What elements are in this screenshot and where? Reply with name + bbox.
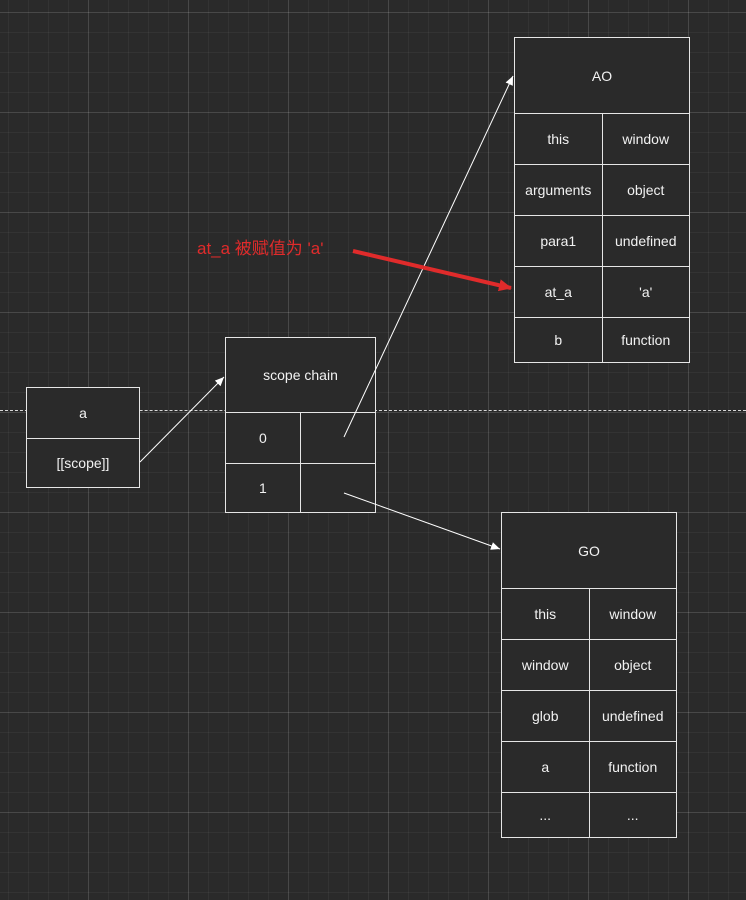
go-value: function xyxy=(588,742,677,792)
go-value: object xyxy=(588,640,677,690)
ao-title: AO xyxy=(591,67,613,84)
ao-row: this window xyxy=(515,113,689,164)
arrow-chain1-to-go xyxy=(343,492,501,550)
scope-chain-table: scope chain 0 1 xyxy=(225,337,376,513)
scope-chain-row: 1 xyxy=(226,463,375,512)
scope-chain-row: 0 xyxy=(226,412,375,463)
ao-value: 'a' xyxy=(601,267,690,317)
go-key: a xyxy=(541,759,550,775)
go-table: GO this window window object glob undefi… xyxy=(501,512,677,838)
scope-chain-pointer xyxy=(300,413,375,463)
scope-chain-pointer xyxy=(300,464,375,512)
scope-chain-title: scope chain xyxy=(263,367,338,383)
annotation-arrow xyxy=(352,249,512,292)
annotation-label: at_a 被赋值为 'a' xyxy=(197,239,324,258)
go-row: a function xyxy=(502,741,676,792)
scope-chain-index: 0 xyxy=(259,430,267,446)
go-row: window object xyxy=(502,639,676,690)
ao-row: at_a 'a' xyxy=(515,266,689,317)
ao-table: AO this window arguments object para1 un… xyxy=(514,37,690,363)
function-a-name: a xyxy=(79,405,87,421)
ao-key: arguments xyxy=(525,182,592,198)
ao-value: window xyxy=(601,114,690,164)
ao-key: b xyxy=(554,332,563,348)
go-value: ... xyxy=(588,793,677,837)
arrow-chain0-to-ao xyxy=(343,75,514,438)
function-a-box: a [[scope]] xyxy=(26,387,140,488)
ao-row: para1 undefined xyxy=(515,215,689,266)
ao-row: arguments object xyxy=(515,164,689,215)
ao-row: b function xyxy=(515,317,689,362)
go-value: undefined xyxy=(588,691,677,741)
scope-chain-index: 1 xyxy=(259,480,267,496)
go-key: ... xyxy=(539,807,552,823)
go-key: window xyxy=(521,657,569,673)
go-value: window xyxy=(588,589,677,639)
ao-value: undefined xyxy=(601,216,690,266)
ao-value: object xyxy=(601,165,690,215)
go-row: glob undefined xyxy=(502,690,676,741)
ao-key: at_a xyxy=(544,284,572,300)
ao-key: this xyxy=(547,131,570,147)
function-a-scope: [[scope]] xyxy=(27,438,139,487)
go-title: GO xyxy=(578,542,600,559)
go-key: glob xyxy=(532,708,559,724)
arrow-scope-to-scopechain xyxy=(139,376,225,463)
ao-key: para1 xyxy=(540,233,577,249)
ao-value: function xyxy=(601,318,690,362)
go-key: this xyxy=(534,606,557,622)
go-row: ... ... xyxy=(502,792,676,837)
go-row: this window xyxy=(502,588,676,639)
